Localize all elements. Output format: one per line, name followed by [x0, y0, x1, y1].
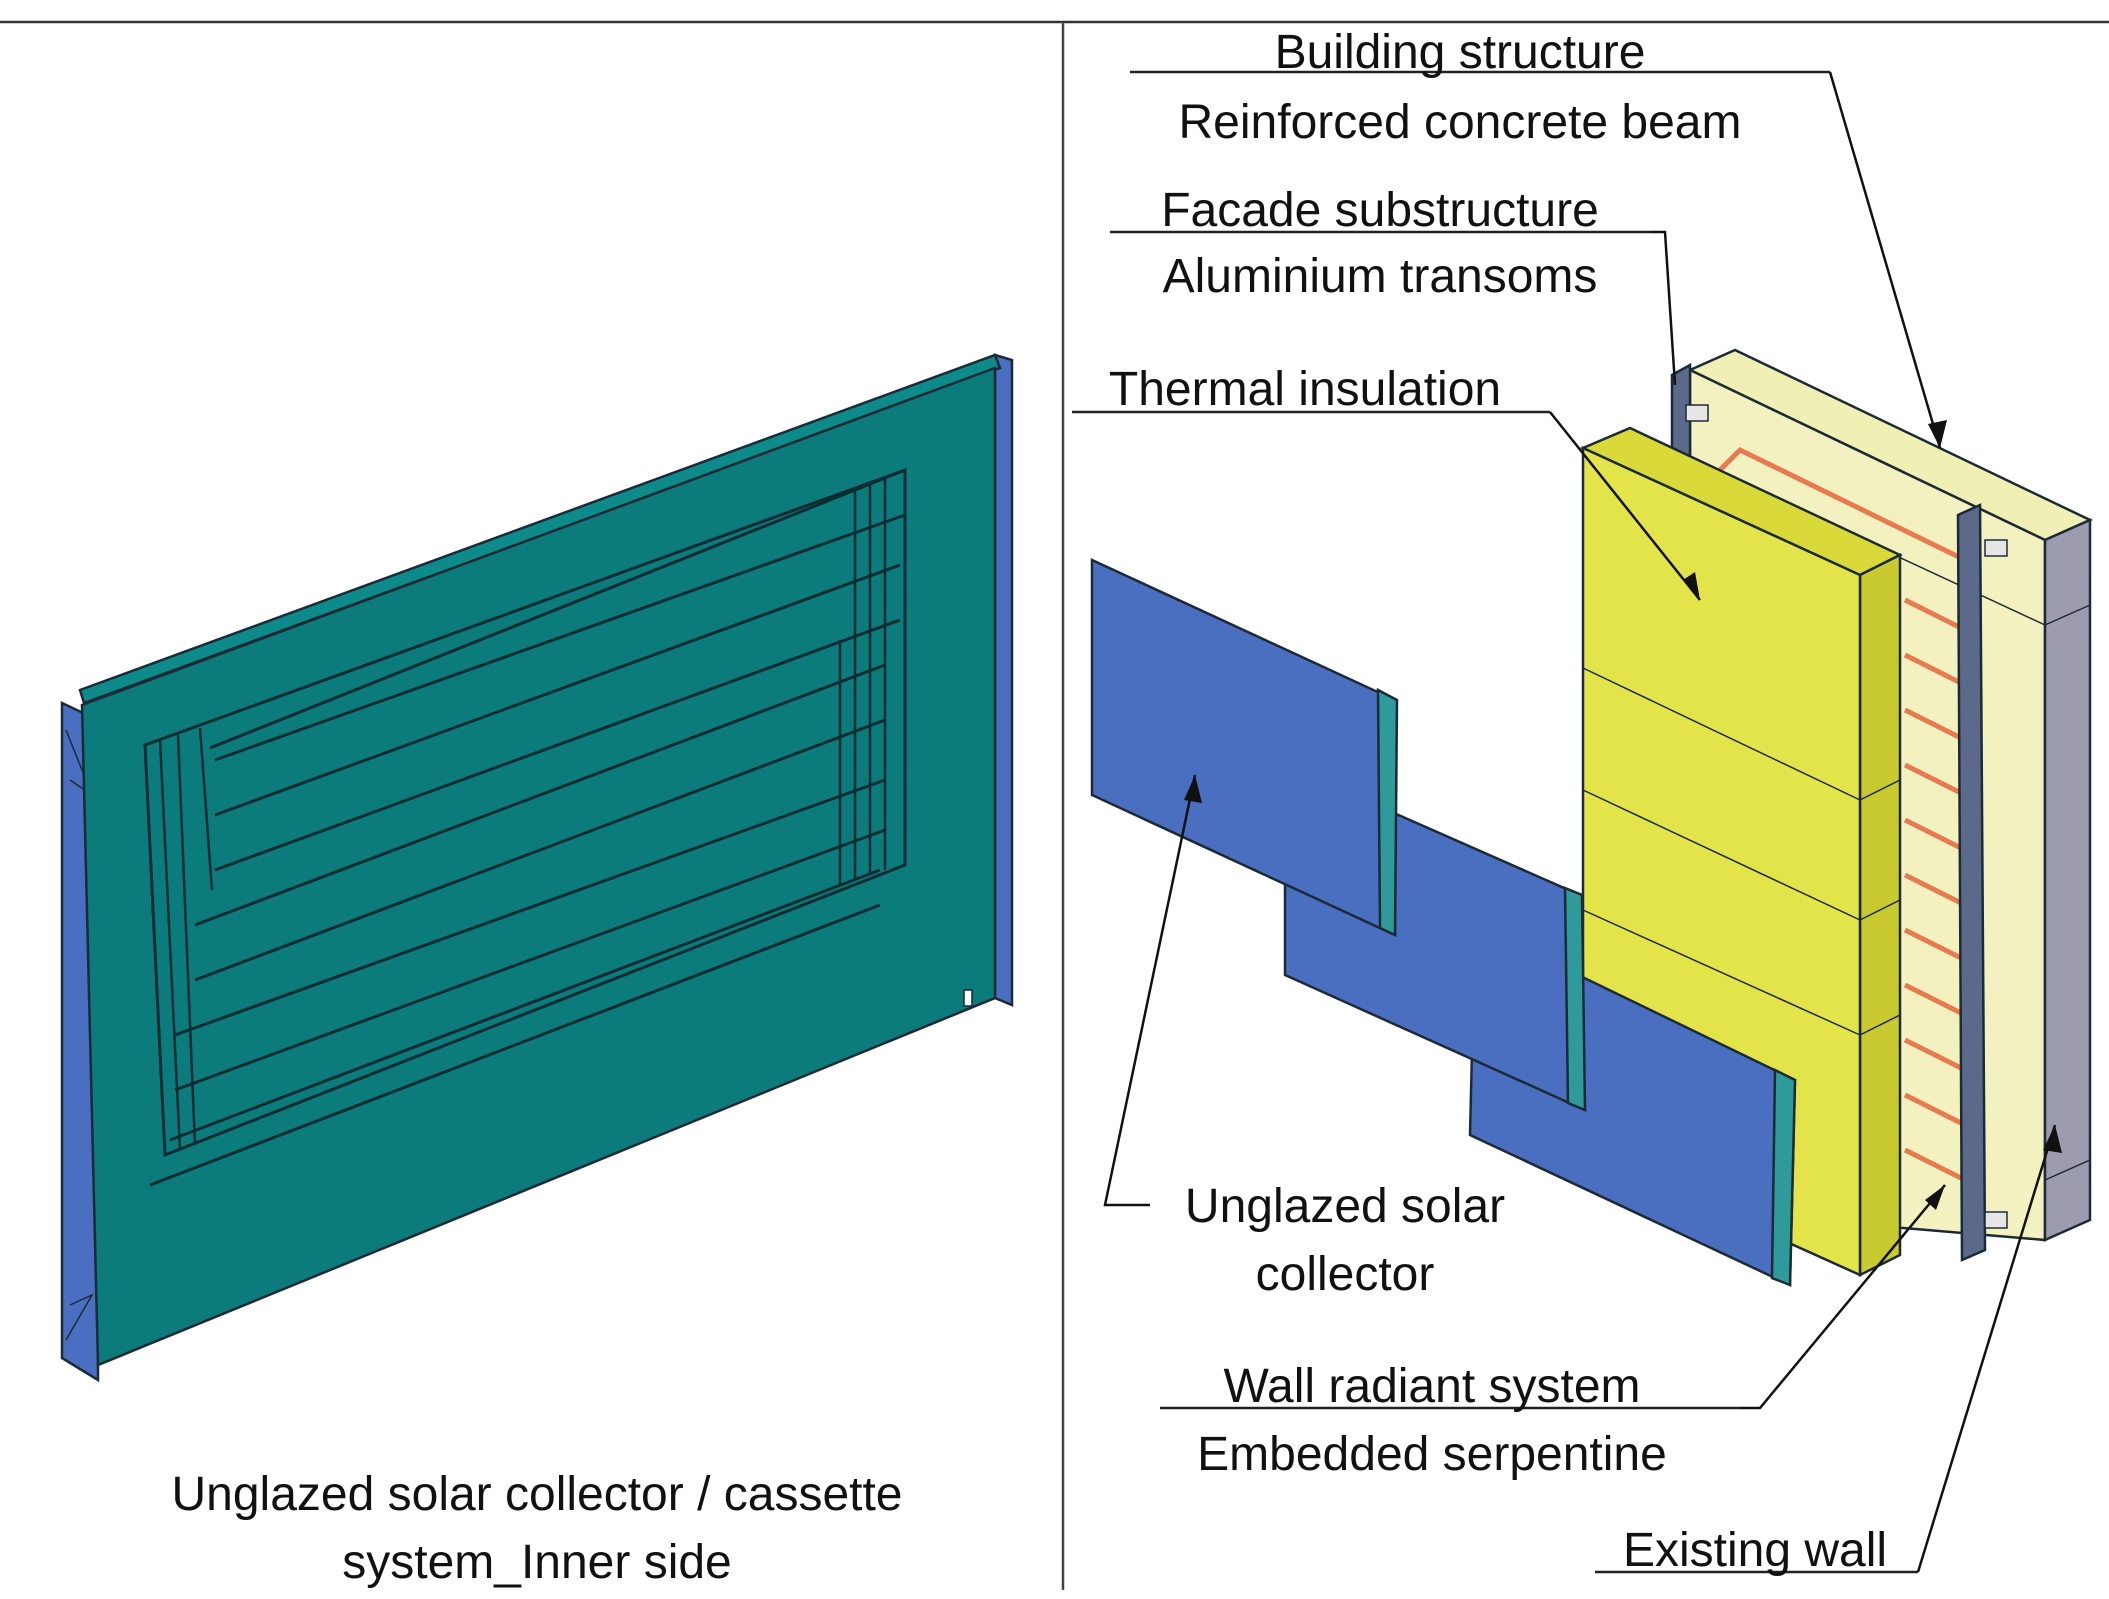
- label-existing-wall: Existing wall: [1623, 1524, 1887, 1577]
- label-thermal-insulation: Thermal insulation: [1109, 363, 1501, 416]
- leader-building-structure: [1828, 71, 1942, 449]
- existing-wall-side: [2043, 518, 2092, 1242]
- flange-notch-bottom: [65, 1293, 94, 1341]
- aluminium-transom-right: [1956, 503, 1987, 1262]
- leader-unglazed-collector: [1103, 774, 1197, 1207]
- collector-face: [80, 366, 997, 1367]
- collector-panel-1-edge: [1376, 687, 1399, 937]
- right-labels: Building structure Reinforced concrete b…: [1109, 26, 1887, 1577]
- label-embedded-serpentine: Embedded serpentine: [1197, 1428, 1667, 1481]
- label-unglazed-collector-line2: collector: [1256, 1248, 1435, 1301]
- transom-bracket-right-bottom: [1984, 1211, 2008, 1229]
- insulation-side: [1858, 552, 1902, 1278]
- collector-inner-side-drawing: [60, 353, 1014, 1383]
- serpentine-channels: [149, 468, 906, 1187]
- label-facade-substructure: Facade substructure: [1161, 184, 1599, 237]
- transom-bracket-right-top: [1984, 539, 2008, 557]
- label-reinforced-concrete-beam: Reinforced concrete beam: [1179, 96, 1742, 149]
- leader-wall-radiant: [1740, 1184, 1946, 1410]
- embedded-serpentine: [1718, 446, 1967, 1183]
- label-building-structure: Building structure: [1275, 26, 1646, 79]
- label-underlines: [1072, 70, 1918, 1574]
- leader-existing-wall: [1916, 1124, 2057, 1573]
- collector-panel-3-edge: [1770, 1067, 1797, 1287]
- label-aluminium-transoms: Aluminium transoms: [1163, 250, 1598, 303]
- label-wall-radiant-system: Wall radiant system: [1224, 1360, 1641, 1413]
- collector-panel-1: [1090, 558, 1397, 937]
- collector-top-lip: [78, 353, 1002, 705]
- manifold-bands: [143, 478, 887, 1156]
- left-caption-line2: system_Inner side: [342, 1536, 732, 1589]
- transom-bracket-top: [1685, 404, 1709, 422]
- facade-assembly-drawing: [1090, 348, 2093, 1287]
- left-caption-line1: Unglazed solar collector / cassette: [171, 1468, 902, 1521]
- leader-lines: [1103, 71, 2062, 1573]
- label-unglazed-collector-line1: Unglazed solar: [1185, 1180, 1505, 1233]
- collector-panel-2-edge: [1563, 886, 1587, 1112]
- leader-facade-substructure: [1650, 230, 1677, 386]
- collector-right-flange: [993, 353, 1014, 1007]
- leader-thermal-insulation: [1549, 411, 1701, 601]
- drain-slot: [963, 989, 973, 1007]
